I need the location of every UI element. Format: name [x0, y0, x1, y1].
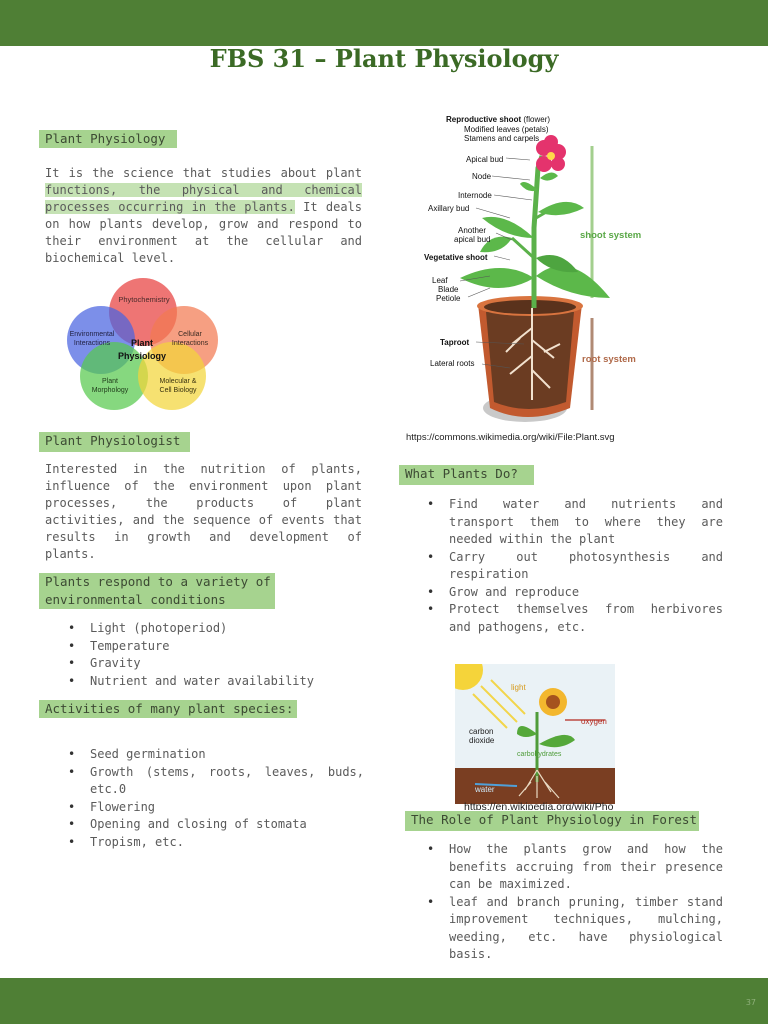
definition-text-start: It is the science that studies about pla…	[45, 166, 362, 180]
list-item: Flowering	[66, 799, 364, 817]
list-item: Nutrient and water availability	[66, 673, 366, 691]
venn-center-2: Physiology	[118, 351, 166, 361]
what-plants-do-heading: What Plants Do?	[399, 465, 534, 485]
bottom-bar: 37	[0, 978, 768, 1024]
plant-physiology-definition: It is the science that studies about pla…	[45, 165, 362, 267]
taproot-label: Taproot	[440, 338, 470, 347]
axillary-bud-label: Axillary bud	[428, 204, 469, 213]
list-item: Find water and nutrients and transport t…	[425, 496, 723, 549]
list-item: Growth (stems, roots, leaves, buds, etc.…	[66, 764, 364, 799]
water-label: water	[474, 785, 495, 794]
list-item: How the plants grow and how the benefits…	[425, 841, 723, 894]
carbohydrates-label: carbohydrates	[517, 751, 562, 758]
respond-list: Light (photoperiod) Temperature Gravity …	[66, 620, 366, 690]
list-item: Light (photoperiod)	[66, 620, 366, 638]
document-title: FBS 31 – Plant Physiology	[209, 44, 559, 73]
plant-anatomy-diagram: shoot system root system Reprodu	[424, 115, 641, 422]
plant-physiologist-text: Interested in the nutrition of plants, i…	[45, 462, 362, 561]
leaf-label: Leaf	[432, 276, 448, 285]
leaf-icon	[536, 265, 610, 298]
venn-label-env-2: Interactions	[74, 340, 111, 347]
plant-physiologist-heading: Plant Physiologist	[39, 432, 190, 452]
internode-label: Internode	[458, 191, 492, 200]
leaf-icon	[539, 734, 575, 748]
lateral-roots-label: Lateral roots	[430, 359, 474, 368]
venn-circle-morphology	[80, 342, 148, 410]
venn-center-1: Plant	[131, 338, 153, 348]
sunflower-icon	[539, 688, 567, 716]
list-item: Protect themselves from herbivores and p…	[425, 601, 723, 636]
venn-label-env-1: Environmental	[70, 331, 115, 338]
list-item: Tropism, etc.	[66, 834, 364, 852]
list-item: Temperature	[66, 638, 366, 656]
another-apical-label-2: apical bud	[454, 235, 490, 244]
carbon-dioxide-label-1: carbon	[469, 727, 493, 736]
leaf-icon	[460, 268, 534, 288]
list-item: Opening and closing of stomata	[66, 816, 364, 834]
photo-diagram-caption: https://en.wikipedia.org/wiki/Pho	[464, 801, 614, 810]
flower-label: (flower)	[523, 115, 550, 124]
oxygen-label: oxygen	[581, 717, 607, 726]
venn-label-morph-1: Plant	[102, 378, 118, 385]
apical-bud-label: Apical bud	[466, 155, 503, 164]
light-rays-icon	[472, 679, 526, 729]
activities-heading: Activities of many plant species:	[39, 700, 297, 718]
venn-label-mol-1: Molecular &	[160, 378, 197, 385]
venn-diagram: Phytochemistry Environmental Interaction…	[67, 278, 218, 410]
list-item: Seed germination	[66, 746, 364, 764]
list-item: leaf and branch pruning, timber stand im…	[425, 894, 723, 964]
list-item: Gravity	[66, 655, 366, 673]
list-item: Carry out photosynthesis and respiration	[425, 549, 723, 584]
what-plants-do-list: Find water and nutrients and transport t…	[425, 496, 723, 636]
root-system-label: root system	[582, 354, 636, 365]
respond-heading-line-2: environmental conditions	[45, 592, 226, 607]
light-label: light	[511, 683, 526, 692]
plant-diagram-caption: https://commons.wikimedia.org/wiki/File:…	[406, 432, 615, 443]
roots-icon	[518, 769, 560, 799]
reproductive-shoot-label: Reproductive shoot	[446, 115, 521, 124]
forest-list: How the plants grow and how the benefits…	[425, 841, 723, 964]
shoot-system-label: shoot system	[580, 230, 641, 241]
another-apical-label-1: Another	[458, 226, 486, 235]
stem-icon	[531, 155, 545, 308]
activities-list: Seed germination Growth (stems, roots, l…	[66, 746, 364, 851]
plant-physiology-heading: Plant Physiology	[39, 130, 177, 148]
venn-label-cellular-2: Interactions	[172, 340, 209, 347]
modified-leaves-label: Modified leaves (petals)	[464, 125, 549, 134]
page-number: 37	[745, 998, 756, 1007]
venn-label-cellular-1: Cellular	[178, 331, 202, 338]
venn-label-morph-2: Morphology	[92, 387, 129, 394]
flower-icon	[536, 135, 566, 172]
venn-circle-molecular	[138, 342, 206, 410]
forest-heading: The Role of Plant Physiology in Forest	[405, 811, 699, 831]
photosynthesis-diagram: light oxygen carbon dioxide carbohydrate…	[455, 664, 615, 804]
node-label: Node	[472, 172, 492, 181]
vegetative-shoot-label: Vegetative shoot	[424, 253, 488, 262]
respond-heading-line-1: Plants respond to a variety of	[45, 574, 271, 589]
soil-icon	[486, 312, 574, 409]
petiole-label: Petiole	[436, 294, 461, 303]
stamens-label: Stamens and carpels	[464, 134, 539, 143]
definition-text-end: It deals on how plants develop, grow and…	[45, 200, 362, 265]
roots-icon	[505, 308, 561, 400]
venn-label-mol-2: Cell Biology	[160, 387, 197, 394]
carbon-dioxide-label-2: dioxide	[469, 736, 495, 745]
venn-label-phytochemistry: Phytochemistry	[118, 295, 170, 304]
sun-icon	[455, 664, 483, 690]
blade-label: Blade	[438, 285, 459, 294]
respond-heading: Plants respond to a variety of environme…	[39, 573, 275, 609]
list-item: Grow and reproduce	[425, 584, 723, 602]
top-bar	[0, 0, 768, 46]
svg-text:Reproductive shoot (flower): Reproductive shoot (flower)	[446, 115, 550, 124]
leaf-icon	[517, 726, 537, 737]
